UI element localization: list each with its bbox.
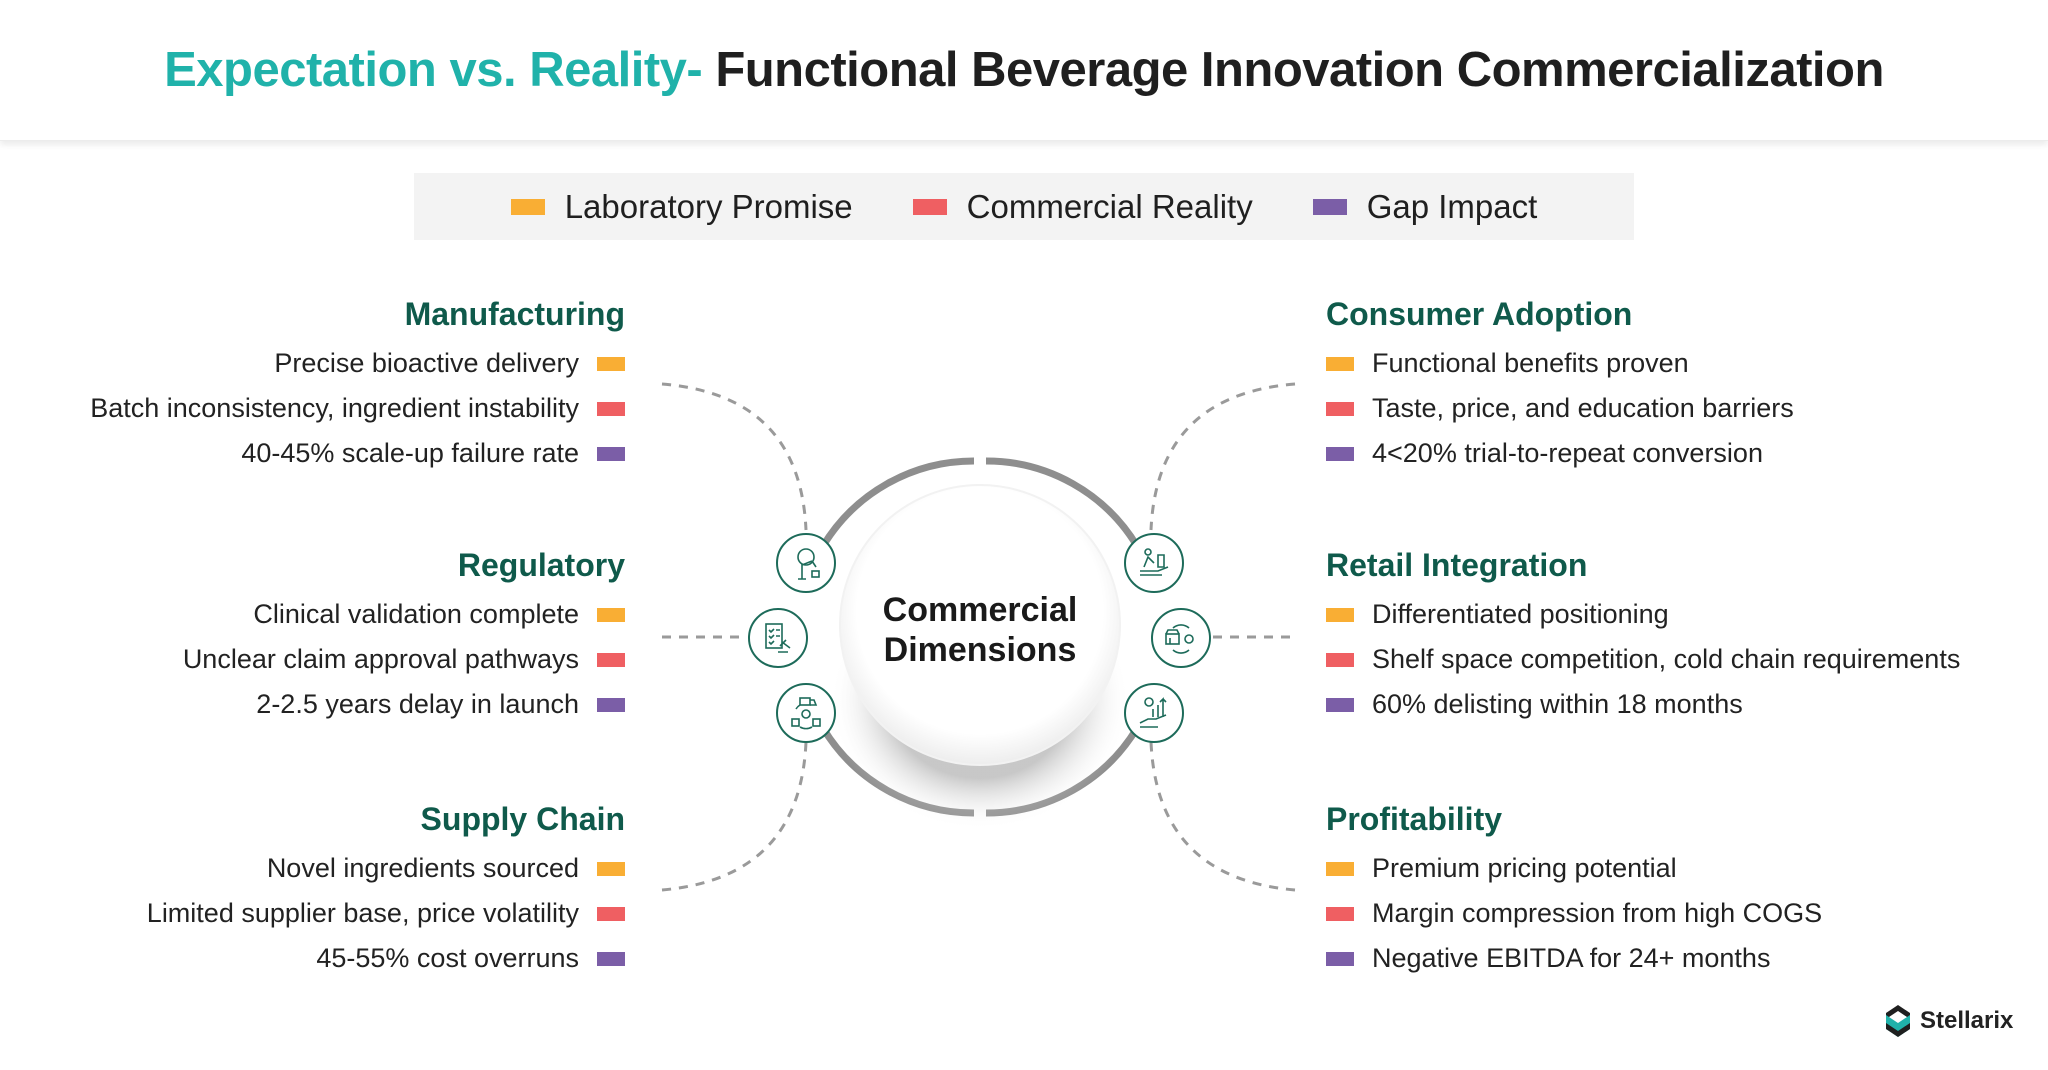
promise-text: Precise bioactive delivery: [274, 348, 579, 378]
connector-manufacturing: [661, 382, 808, 531]
hand-dollar-chart-icon: [1124, 683, 1184, 743]
promise-row: Clinical validation complete: [183, 592, 625, 637]
group-title: Supply Chain: [420, 801, 625, 837]
group-title: Regulatory: [457, 547, 625, 583]
reality-swatch-icon: [1326, 401, 1354, 416]
reality-text: Limited supplier base, price volatility: [146, 898, 579, 928]
gap-text: 40-45% scale-up failure rate: [241, 438, 579, 468]
center-line-2: Dimensions: [883, 631, 1077, 669]
reality-text: Taste, price, and education barriers: [1372, 393, 1794, 423]
group-title: Retail Integration: [1326, 547, 1588, 583]
group-supply-chain: Supply Chain Novel ingredients sourced L…: [147, 801, 625, 981]
promise-text: Premium pricing potential: [1372, 853, 1677, 883]
legend-label: Commercial Reality: [966, 187, 1253, 225]
robotic-arm-gear-icon: [776, 533, 836, 593]
group-retail-integration: Retail Integration Differentiated positi…: [1326, 547, 1960, 727]
brand-logo: Stellarix: [1886, 1005, 2013, 1037]
reality-row: Unclear claim approval pathways: [183, 637, 625, 682]
legend-label: Gap Impact: [1366, 187, 1538, 225]
stellarix-logo-icon: [1886, 1005, 1910, 1037]
reality-row: Batch inconsistency, ingredient instabil…: [90, 386, 625, 431]
header: Expectation vs. Reality- Functional Beve…: [0, 0, 2048, 141]
reality-swatch-icon: [597, 906, 625, 921]
gap-swatch-icon: [1312, 198, 1347, 215]
promise-text: Functional benefits proven: [1372, 348, 1689, 378]
promise-row: Premium pricing potential: [1326, 846, 1822, 891]
promise-swatch-icon: [510, 198, 545, 215]
gap-text: 60% delisting within 18 months: [1372, 689, 1743, 719]
gap-swatch-icon: [597, 697, 625, 712]
store-gear-cycle-icon: [1151, 608, 1211, 668]
gap-text: Negative EBITDA for 24+ months: [1372, 943, 1771, 973]
group-manufacturing: Manufacturing Precise bioactive delivery…: [90, 296, 625, 476]
connector-profitability: [1149, 741, 1296, 892]
legend-item-gap-impact: Gap Impact: [1312, 187, 1538, 226]
promise-swatch-icon: [1326, 356, 1354, 371]
promise-row: Functional benefits proven: [1326, 341, 1794, 386]
center-label: Commercial Dimensions: [840, 590, 1120, 670]
gap-row: 2-2.5 years delay in launch: [183, 682, 625, 727]
reality-text: Shelf space competition, cold chain requ…: [1372, 644, 1961, 674]
group-title: Profitability: [1326, 801, 1503, 837]
promise-row: Precise bioactive delivery: [90, 341, 625, 386]
gap-row: 60% delisting within 18 months: [1326, 682, 1960, 727]
promise-row: Novel ingredients sourced: [147, 846, 625, 891]
promise-text: Clinical validation complete: [253, 599, 579, 629]
gap-row: 4<20% trial-to-repeat conversion: [1326, 431, 1794, 476]
connector-supply-chain: [661, 741, 808, 892]
title-accent: Expectation vs. Reality-: [164, 43, 703, 97]
gap-swatch-icon: [1326, 951, 1354, 966]
reality-row: Margin compression from high COGS: [1326, 891, 1822, 936]
hand-consumer-products-icon: [1124, 533, 1184, 593]
gap-text: 4<20% trial-to-repeat conversion: [1372, 438, 1763, 468]
title-main: Functional Beverage Innovation Commercia…: [702, 43, 1884, 97]
group-title: Consumer Adoption: [1326, 296, 1633, 332]
gap-swatch-icon: [1326, 697, 1354, 712]
legend: Laboratory Promise Commercial Reality Ga…: [414, 173, 1634, 240]
legend-item-commercial-reality: Commercial Reality: [912, 187, 1253, 226]
gap-swatch-icon: [1326, 446, 1354, 461]
gap-text: 45-55% cost overruns: [316, 943, 579, 973]
gap-row: Negative EBITDA for 24+ months: [1326, 936, 1822, 981]
promise-text: Differentiated positioning: [1372, 599, 1669, 629]
promise-swatch-icon: [1326, 607, 1354, 622]
reality-swatch-icon: [597, 401, 625, 416]
gap-text: 2-2.5 years delay in launch: [256, 689, 579, 719]
connector-consumer-adoption: [1149, 382, 1296, 531]
reality-swatch-icon: [597, 652, 625, 667]
reality-row: Limited supplier base, price volatility: [147, 891, 625, 936]
truck-gear-cycle-icon: [776, 683, 836, 743]
promise-row: Differentiated positioning: [1326, 592, 1960, 637]
page-title: Expectation vs. Reality- Functional Beve…: [0, 42, 2048, 98]
promise-swatch-icon: [597, 607, 625, 622]
reality-swatch-icon: [1326, 906, 1354, 921]
reality-row: Taste, price, and education barriers: [1326, 386, 1794, 431]
gap-row: 45-55% cost overruns: [147, 936, 625, 981]
group-consumer-adoption: Consumer Adoption Functional benefits pr…: [1326, 296, 1794, 476]
promise-swatch-icon: [597, 356, 625, 371]
reality-swatch-icon: [1326, 652, 1354, 667]
checklist-gavel-icon: [748, 608, 808, 668]
reality-row: Shelf space competition, cold chain requ…: [1326, 637, 1960, 682]
reality-text: Margin compression from high COGS: [1372, 898, 1823, 928]
center-line-1: Commercial: [882, 591, 1078, 629]
group-title: Manufacturing: [404, 296, 625, 332]
promise-swatch-icon: [1326, 861, 1354, 876]
group-regulatory: Regulatory Clinical validation complete …: [183, 547, 625, 727]
brand-name: Stellarix: [1920, 1007, 2014, 1034]
legend-item-laboratory-promise: Laboratory Promise: [510, 187, 853, 226]
gap-swatch-icon: [597, 446, 625, 461]
gap-row: 40-45% scale-up failure rate: [90, 431, 625, 476]
promise-text: Novel ingredients sourced: [266, 853, 579, 883]
reality-swatch-icon: [912, 198, 947, 215]
group-profitability: Profitability Premium pricing potential …: [1326, 801, 1822, 981]
legend-label: Laboratory Promise: [564, 187, 853, 225]
reality-text: Batch inconsistency, ingredient instabil…: [90, 393, 579, 423]
promise-swatch-icon: [597, 861, 625, 876]
reality-text: Unclear claim approval pathways: [182, 644, 579, 674]
gap-swatch-icon: [597, 951, 625, 966]
